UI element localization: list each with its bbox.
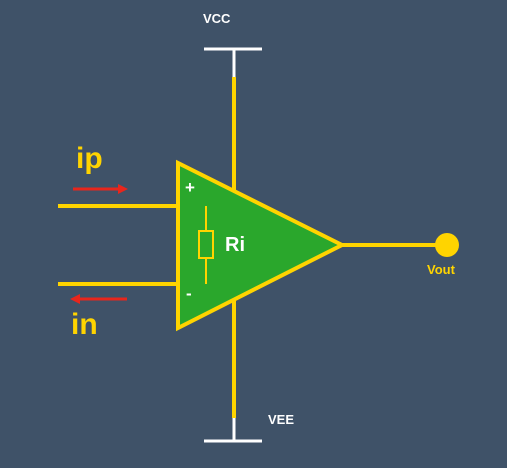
- in-current-arrow: [70, 294, 127, 304]
- ip-label: ip: [76, 142, 103, 175]
- vcc-label: VCC: [203, 11, 231, 26]
- plus-sign: +: [185, 178, 195, 197]
- ri-label: Ri: [225, 234, 245, 256]
- minus-sign: -: [186, 284, 192, 303]
- vout-label: Vout: [427, 262, 455, 277]
- vee-label: VEE: [268, 412, 295, 427]
- opamp-triangle: [176, 159, 347, 332]
- ip-current-arrow: [73, 184, 128, 194]
- vout-terminal: [435, 233, 459, 257]
- in-label: in: [71, 308, 98, 341]
